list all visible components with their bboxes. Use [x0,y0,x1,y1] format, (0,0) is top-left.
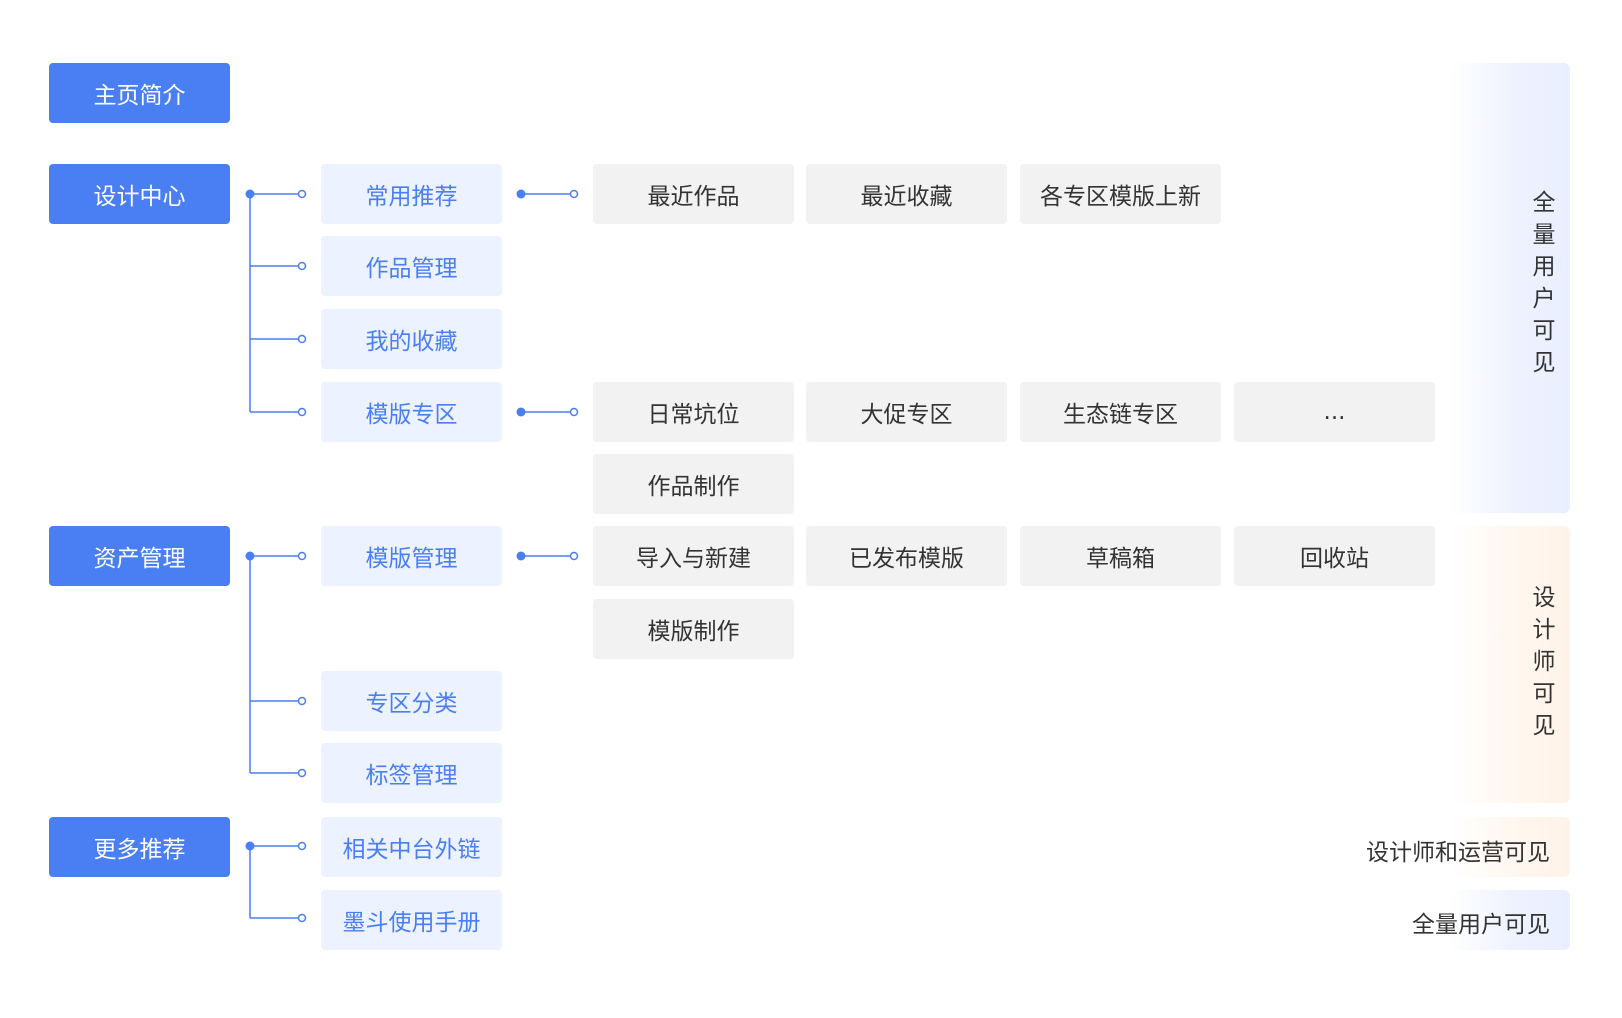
node-user-manual[interactable]: 墨斗使用手册 [321,890,502,950]
scope-all-users-manual [1450,890,1570,950]
node-common-recommend[interactable]: 常用推荐 [321,164,502,224]
node-promotion-zone[interactable]: 大促专区 [806,382,1007,442]
node-home-intro[interactable]: 主页简介 [49,63,230,123]
node-template-management[interactable]: 模版管理 [321,526,502,586]
node-more-ellipsis[interactable]: ... [1234,382,1435,442]
node-import-new[interactable]: 导入与新建 [593,526,794,586]
node-related-links[interactable]: 相关中台外链 [321,817,502,877]
node-recycle-bin[interactable]: 回收站 [1234,526,1435,586]
node-recent-works[interactable]: 最近作品 [593,164,794,224]
node-template-creation[interactable]: 模版制作 [593,599,794,659]
node-my-favorites[interactable]: 我的收藏 [321,309,502,369]
visibility-all-users: 全量用户可见 [1528,190,1554,382]
node-published-templates[interactable]: 已发布模版 [806,526,1007,586]
node-work-management[interactable]: 作品管理 [321,236,502,296]
visibility-designers: 设计师可见 [1528,585,1554,745]
node-template-zone[interactable]: 模版专区 [321,382,502,442]
node-recent-favorites[interactable]: 最近收藏 [806,164,1007,224]
node-work-creation[interactable]: 作品制作 [593,454,794,514]
node-daily-slots[interactable]: 日常坑位 [593,382,794,442]
node-ecosystem-zone[interactable]: 生态链专区 [1020,382,1221,442]
node-more-recommendations[interactable]: 更多推荐 [49,817,230,877]
node-zone-new-templates[interactable]: 各专区模版上新 [1020,164,1221,224]
scope-all-users [1450,63,1570,513]
visibility-all-users-manual: 全量用户可见 [1412,912,1550,938]
node-tag-management[interactable]: 标签管理 [321,743,502,803]
node-design-center[interactable]: 设计中心 [49,164,230,224]
node-drafts[interactable]: 草稿箱 [1020,526,1221,586]
visibility-designers-ops: 设计师和运营可见 [1366,840,1550,866]
node-zone-category[interactable]: 专区分类 [321,671,502,731]
scope-designers [1450,526,1570,803]
scope-designers-ops [1450,817,1570,877]
node-asset-management[interactable]: 资产管理 [49,526,230,586]
